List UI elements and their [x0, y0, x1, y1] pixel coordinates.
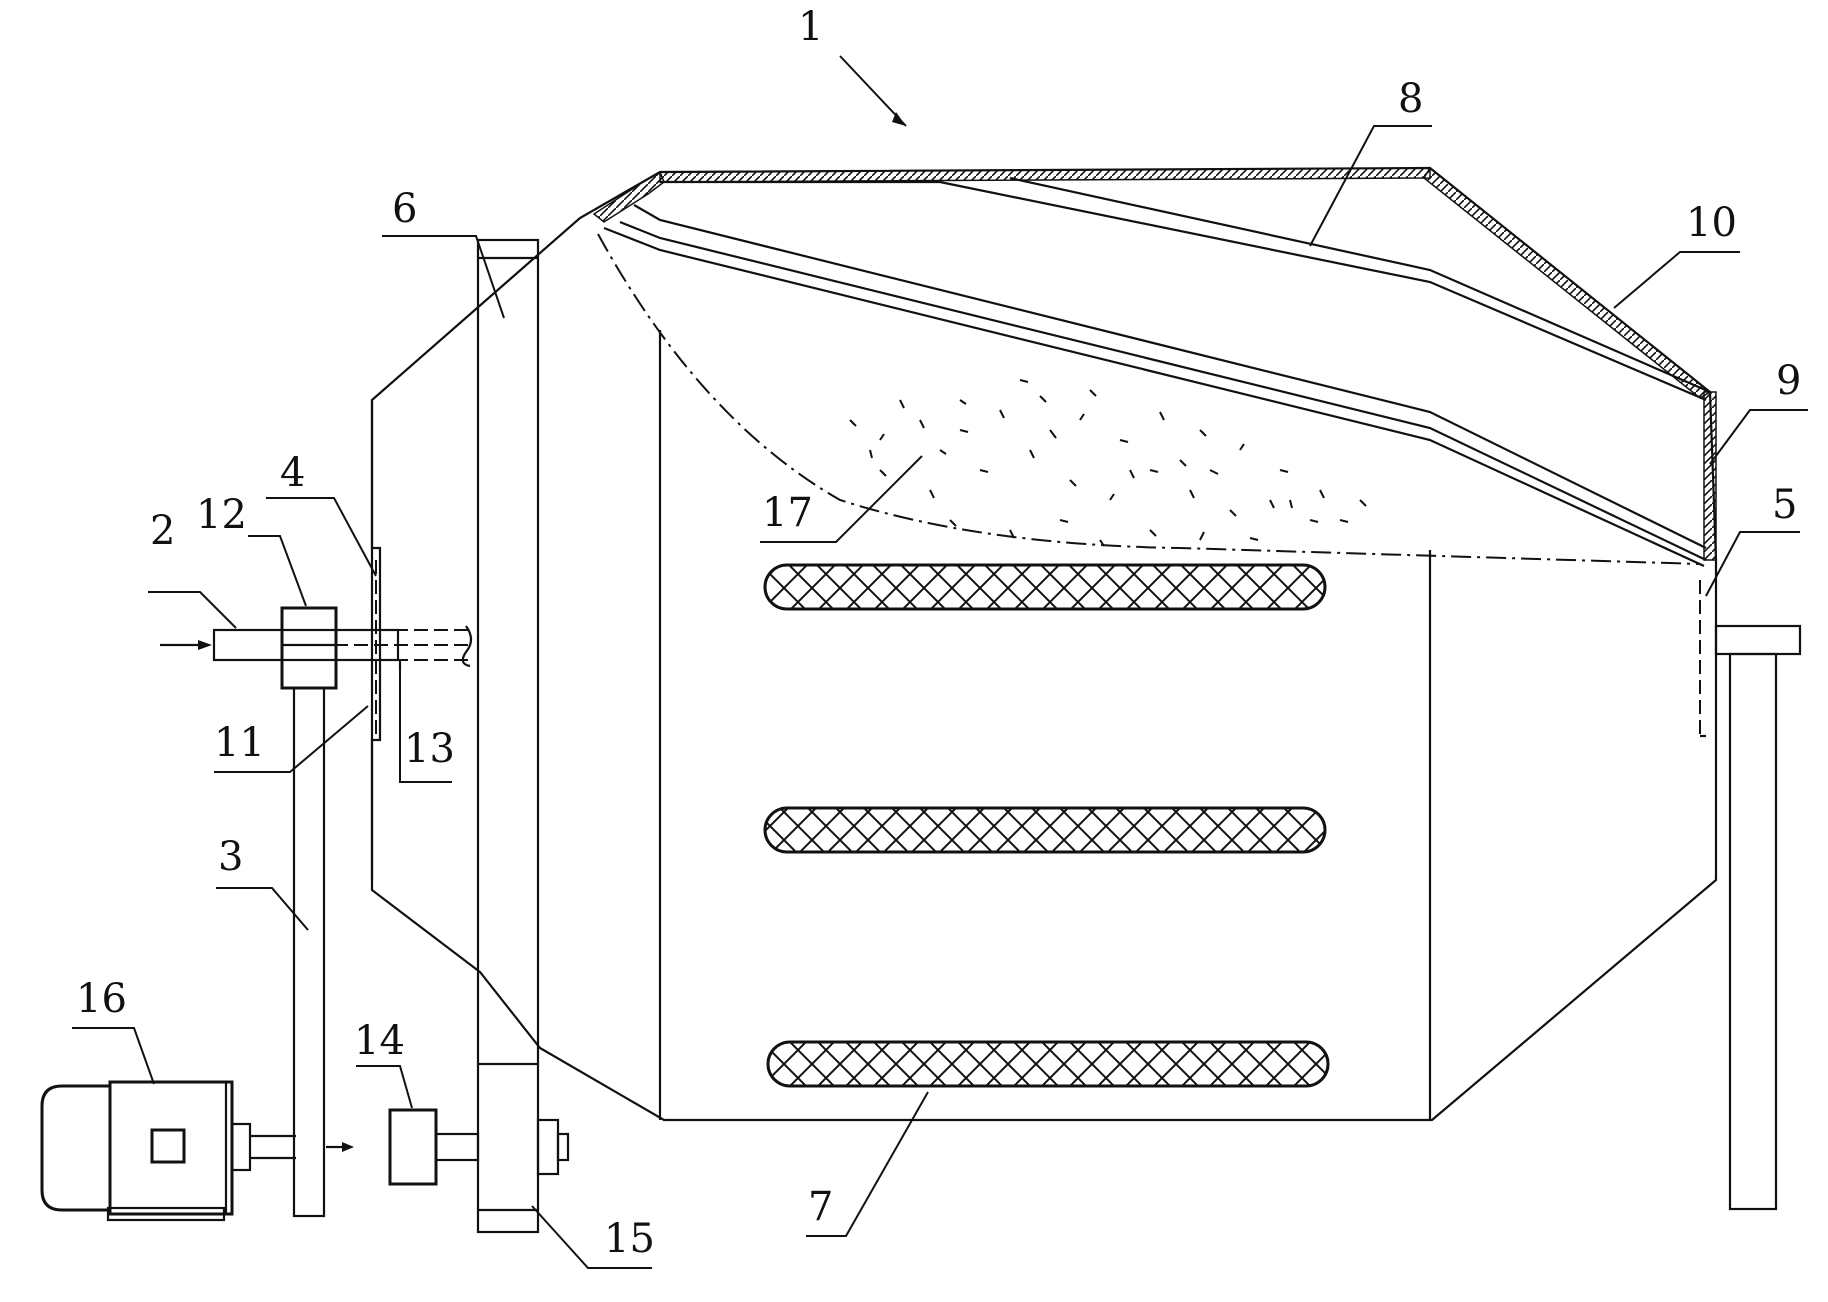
label-6: 6 [392, 186, 417, 232]
drum-right-end-wall [1703, 391, 1717, 561]
right-support [1699, 580, 1802, 1211]
leader-1 [839, 55, 907, 127]
material-granules [849, 379, 1367, 547]
motor-body [40, 1084, 112, 1212]
label-15: 15 [604, 1216, 655, 1262]
label-17: 17 [762, 490, 813, 536]
label-11: 11 [214, 720, 265, 766]
blade-lower-c [603, 226, 1705, 567]
drive-motor [40, 1080, 354, 1222]
leader-16 [72, 1027, 155, 1085]
leader-17 [760, 455, 923, 543]
pinion-gear [388, 1108, 570, 1186]
left-support-post [292, 686, 326, 1218]
leader-lines [72, 55, 1808, 1269]
leader-12 [248, 535, 307, 607]
pinion-hub-cap [556, 1132, 570, 1162]
label-8: 8 [1398, 76, 1423, 122]
label-2: 2 [150, 508, 175, 554]
drum-body [370, 166, 1718, 1122]
leader-15 [531, 1205, 652, 1269]
label-12: 12 [196, 492, 247, 538]
blade-upper-a [660, 180, 1707, 402]
leader-9 [1709, 409, 1808, 465]
label-7: 7 [808, 1184, 833, 1230]
drum-slot-middle [763, 806, 1327, 854]
leader-6 [382, 235, 505, 319]
leader-7 [806, 1091, 929, 1237]
leader-11 [214, 705, 369, 773]
motor-foot [106, 1206, 226, 1222]
label-10: 10 [1686, 200, 1737, 246]
blade-upper-b [1009, 176, 1711, 394]
leader-10 [1613, 251, 1740, 309]
drum-slot-bottom [766, 1040, 1330, 1088]
drum-right-sloped-wall [1423, 166, 1712, 399]
inlet-shaft-assembly [160, 540, 473, 880]
drum-outline [370, 166, 1718, 1122]
motor-shaft-collar [230, 1122, 252, 1172]
drum-top-wall [659, 167, 1431, 183]
leader-5 [1705, 531, 1800, 597]
motor-housing [108, 1080, 234, 1216]
label-14: 14 [354, 1018, 405, 1064]
label-1: 1 [798, 4, 823, 50]
ring-gear-flange [476, 238, 540, 1234]
drum-top-left-wall [592, 170, 665, 223]
blade-lower-b [619, 220, 1707, 561]
label-5: 5 [1772, 482, 1797, 528]
bearing-block [280, 606, 338, 690]
drum-slot-top [763, 563, 1327, 611]
pinion-shaft [434, 1132, 480, 1162]
leader-4 [266, 497, 377, 577]
label-4: 4 [280, 450, 305, 496]
drive-arrow-head [342, 1142, 354, 1152]
label-9: 9 [1776, 358, 1801, 404]
motor-terminal-box [150, 1128, 186, 1164]
label-13: 13 [404, 726, 455, 772]
right-support-top-plate [1714, 624, 1802, 656]
pinion-body [388, 1108, 438, 1186]
inlet-shaft-break [461, 625, 473, 668]
leader-2 [148, 591, 237, 629]
inflow-arrow-head [198, 640, 212, 650]
pinion-hub-right [536, 1118, 560, 1176]
material-surface-line [597, 233, 1701, 565]
leader-13 [399, 668, 452, 783]
leader-8 [1309, 125, 1432, 247]
blade-lower-a [633, 204, 1707, 549]
label-16: 16 [76, 976, 127, 1022]
ring-gear-body [476, 238, 540, 1234]
right-support-post [1728, 652, 1778, 1211]
reference-numerals: 1 2 3 4 5 6 7 8 9 10 11 12 13 14 15 16 1… [76, 4, 1801, 1262]
leader-3 [216, 887, 309, 931]
leader-1-arrow [892, 112, 906, 126]
leader-14 [356, 1065, 413, 1109]
label-3: 3 [218, 834, 243, 880]
left-support-post-body [292, 686, 326, 1218]
